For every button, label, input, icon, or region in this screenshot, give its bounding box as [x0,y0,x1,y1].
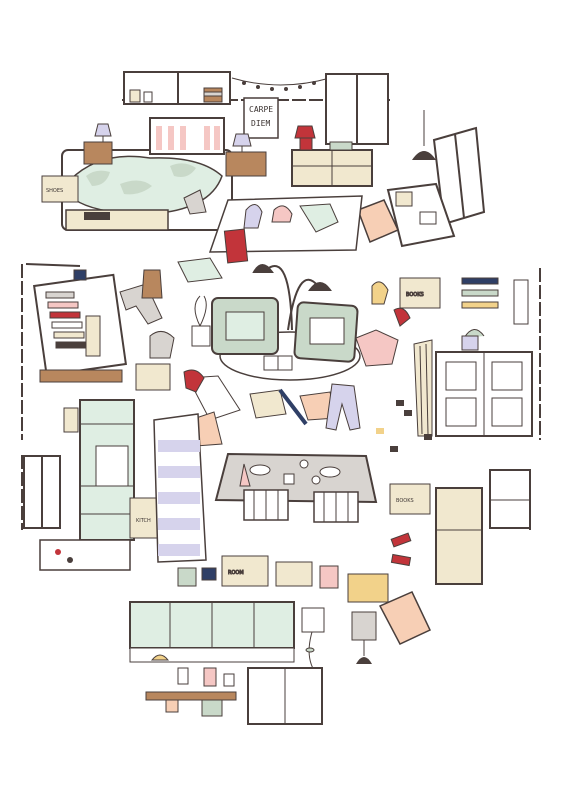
striped-rug [153,413,207,563]
pendant-lamp-bottom [351,611,377,664]
kitchen-box: KITCH [129,497,161,539]
wall-shelf [123,71,231,105]
bedside-table-right [225,133,267,177]
fridge [435,487,483,585]
curtain [413,339,433,437]
shoes-right [376,400,432,452]
bottom-cabinets [129,601,295,663]
bedside-table-left [83,123,113,165]
window-left [23,455,61,529]
dining-chair-right [313,491,359,523]
shoe-box-label: SHOES [46,188,63,194]
scattered-clothes-left [73,257,223,359]
moving-boxes-bottom: ROOM [177,555,389,603]
armchair-left [211,297,279,355]
counter-bottom-left [39,539,131,571]
dining-chair-left [243,489,289,521]
carpe-diem-poster: CARPE DIEM [243,97,279,139]
shoe-box: SHOES [41,175,79,203]
sideboard-right [435,351,533,437]
box-right-mid: BOOKS [389,483,431,515]
laundry-chair [378,591,432,645]
string-lights [231,77,331,91]
box-books-label-2: BOOKS [396,498,414,504]
hanging-plant [301,607,325,677]
poster-line-2: DIEM [251,119,270,128]
entry-shelf [145,654,237,717]
wardrobe [25,263,128,383]
pendant-lamp-right [412,110,436,160]
rug-top [208,195,363,264]
armchair-right [293,301,359,363]
bed [61,117,233,231]
clothes-stack-right: BOOKS [371,277,529,351]
potted-plant [191,295,211,347]
box-room-label: ROOM [228,570,244,576]
wine-bottles [390,532,412,567]
box-books-label: BOOKS [406,292,424,298]
window-right-lower [489,469,531,529]
dresser [291,125,373,187]
box-kitch-label: KITCH [136,518,151,524]
front-door [247,667,323,725]
window-top [325,73,389,145]
desk-chair [357,199,400,243]
floor-lamps [252,264,332,331]
book-on-floor [263,355,293,371]
poster-line-1: CARPE [249,105,273,114]
kitchen-cabinets [63,399,135,541]
